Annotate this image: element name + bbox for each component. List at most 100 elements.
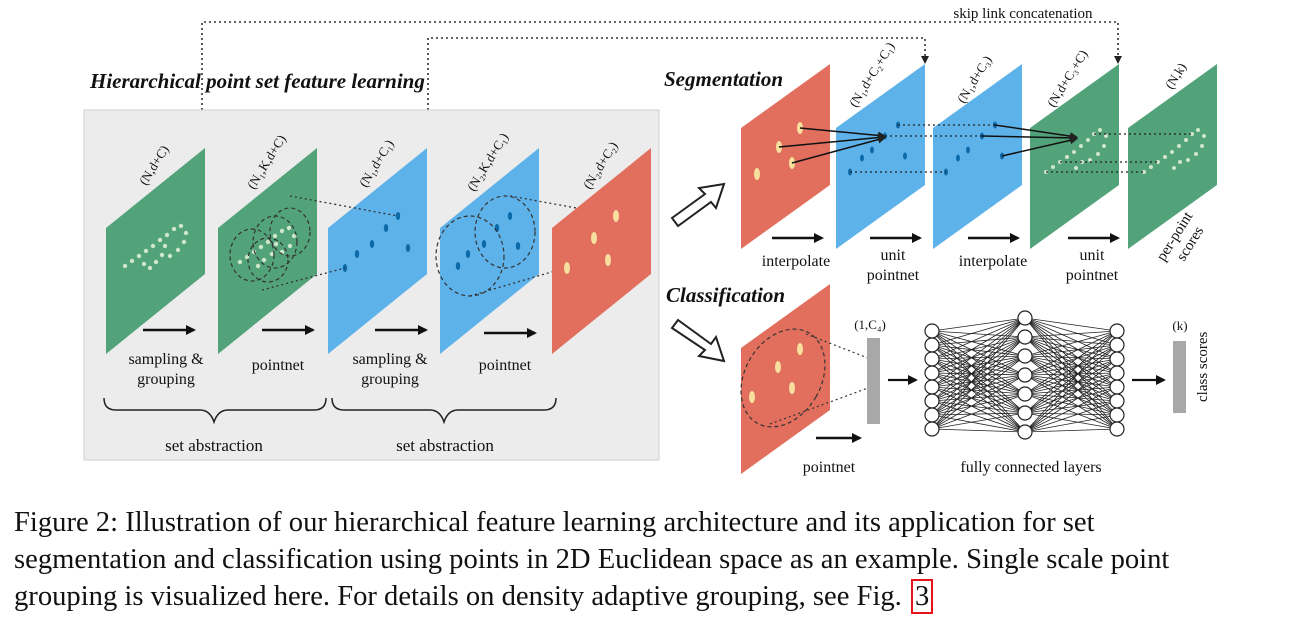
fc-connection bbox=[931, 344, 1026, 395]
step-sampling-1b: grouping bbox=[137, 371, 195, 388]
projection-lines-1 bbox=[261, 195, 399, 291]
grouped-points bbox=[237, 225, 297, 269]
fc-connection bbox=[1024, 317, 1118, 416]
fc-connection bbox=[931, 317, 1026, 332]
figure-reference-link[interactable]: 3 bbox=[911, 579, 934, 614]
fc-connection bbox=[931, 336, 1026, 360]
seg-layer-green-2 bbox=[1128, 64, 1217, 249]
cls-projection bbox=[769, 333, 869, 425]
fc-connection bbox=[1024, 355, 1118, 360]
fc-connection bbox=[1024, 344, 1118, 395]
caption-line-3: grouping is visualized here. For details… bbox=[14, 578, 1282, 615]
fc-connection bbox=[1024, 358, 1118, 395]
fc-connection bbox=[931, 374, 1026, 388]
class-score-bar bbox=[1173, 341, 1186, 413]
fc-neuron bbox=[1109, 421, 1125, 437]
fc-neuron bbox=[924, 323, 940, 339]
fc-connection bbox=[931, 355, 1026, 360]
interpolate-lines-2 bbox=[981, 124, 1078, 157]
caption-line-3-text: grouping is visualized here. For details… bbox=[14, 581, 902, 612]
fc-connection bbox=[931, 400, 1026, 433]
fc-connection bbox=[1024, 330, 1118, 395]
input-points bbox=[122, 223, 189, 271]
seg-step-pointnet-2: pointnet bbox=[1066, 267, 1119, 284]
layer-features-1 bbox=[328, 148, 427, 354]
layer-grouped-features bbox=[440, 148, 539, 354]
fc-connection bbox=[1024, 317, 1118, 430]
fc-connection bbox=[931, 336, 1026, 402]
fc-neuron bbox=[924, 337, 940, 353]
seg-layer-blue-1 bbox=[836, 64, 925, 249]
fc-connection bbox=[1024, 336, 1118, 360]
fc-neuron bbox=[1017, 310, 1033, 326]
fc-connection bbox=[931, 317, 1026, 374]
fc-connection bbox=[1024, 336, 1118, 402]
fc-connection bbox=[931, 412, 1026, 430]
fc-connection bbox=[931, 374, 1026, 402]
fc-connection bbox=[931, 344, 1026, 433]
fc-neuron bbox=[1109, 379, 1125, 395]
seg-label-4: (N,k) bbox=[1162, 60, 1189, 92]
fc-connection bbox=[931, 330, 1026, 414]
fc-connection bbox=[1024, 414, 1118, 433]
fc-connection bbox=[931, 374, 1026, 430]
fc-connection bbox=[931, 386, 1026, 395]
seg-green-1-points bbox=[1044, 128, 1108, 174]
abstracted-points bbox=[564, 210, 619, 274]
fc-neuron bbox=[924, 379, 940, 395]
seg-step-interpolate-2: interpolate bbox=[959, 253, 1027, 270]
feature-points-1 bbox=[342, 212, 411, 272]
fc-connection bbox=[1024, 358, 1118, 414]
classification-title: Classification bbox=[666, 283, 785, 307]
seg-layer-green-1 bbox=[1030, 64, 1119, 249]
fc-connection bbox=[1024, 428, 1118, 433]
fc-connection bbox=[1024, 358, 1118, 376]
fc-neuron bbox=[1109, 407, 1125, 423]
layer-input-points bbox=[106, 148, 205, 354]
fc-connection bbox=[1024, 355, 1118, 374]
unit-pointnet-links-1 bbox=[850, 124, 995, 173]
fc-connection bbox=[1024, 336, 1118, 430]
seg-step-unit-2: unit bbox=[1080, 247, 1105, 264]
fc-connection bbox=[1024, 358, 1118, 433]
fc-connection bbox=[1024, 400, 1118, 414]
fc-neuron bbox=[1017, 405, 1033, 421]
fc-connection bbox=[931, 355, 1026, 374]
fc-connection bbox=[1024, 412, 1118, 416]
caption-line-1: Figure 2: Illustration of our hierarchic… bbox=[14, 507, 1095, 538]
seg-red-points bbox=[754, 122, 803, 180]
fc-connection bbox=[931, 336, 1026, 430]
fc-connection bbox=[931, 330, 1026, 395]
step-pointnet-2: pointnet bbox=[479, 357, 532, 374]
figure-caption: Figure 2: Illustration of our hierarchic… bbox=[14, 504, 1282, 615]
fc-connection bbox=[931, 374, 1026, 416]
fc-connection bbox=[1024, 344, 1118, 376]
fc-connection bbox=[1024, 355, 1118, 402]
fc-connection bbox=[931, 317, 1026, 402]
seg-layer-blue-2 bbox=[933, 64, 1022, 249]
fc-connection bbox=[1024, 386, 1118, 414]
fc-neuron bbox=[1017, 386, 1033, 402]
class-scores-label: class scores bbox=[1195, 331, 1211, 402]
fc-connection bbox=[1024, 393, 1118, 416]
fc-connection bbox=[931, 386, 1026, 414]
interpolate-lines bbox=[778, 127, 886, 164]
fc-neuron bbox=[1017, 367, 1033, 383]
fc-connection bbox=[1024, 317, 1118, 388]
fc-connection bbox=[931, 355, 1026, 416]
fc-connection bbox=[1024, 336, 1118, 346]
fc-connection bbox=[1024, 374, 1118, 430]
segmentation-title: Segmentation bbox=[664, 67, 783, 91]
fc-connection bbox=[1024, 372, 1118, 376]
grouping-circles bbox=[229, 207, 311, 283]
fc-connection bbox=[1024, 330, 1118, 433]
fc-connection bbox=[931, 393, 1026, 402]
fc-connection bbox=[931, 358, 1026, 414]
fc-connection bbox=[1024, 330, 1118, 357]
projection-lines-2 bbox=[469, 195, 616, 297]
fc-connection bbox=[931, 344, 1026, 414]
fc-connection bbox=[931, 400, 1026, 414]
fc-network bbox=[924, 310, 1125, 440]
skip-link-label: skip link concatenation bbox=[953, 6, 1093, 22]
fc-connection bbox=[1024, 344, 1118, 357]
